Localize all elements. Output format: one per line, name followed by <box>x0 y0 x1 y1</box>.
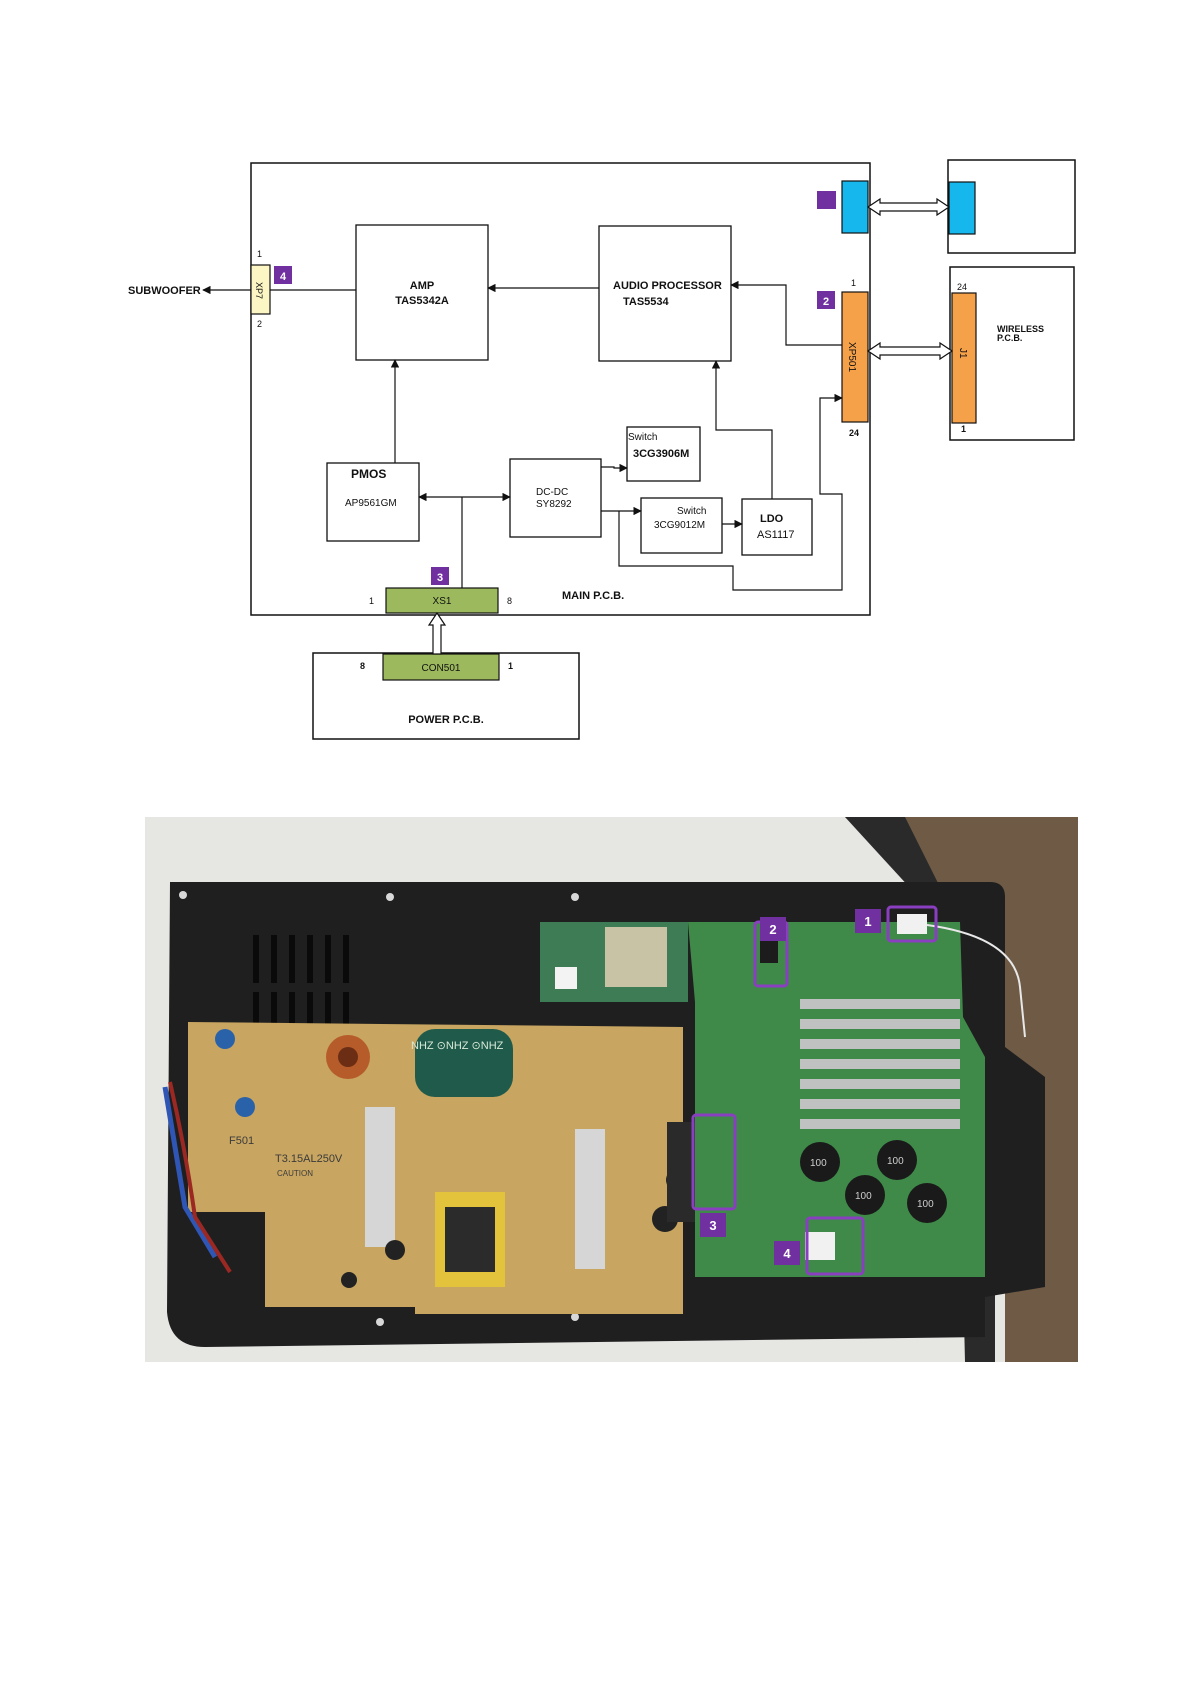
power-pcb-label: POWER P.C.B. <box>408 714 484 726</box>
photo-cap-value-3: 100 <box>855 1191 872 1202</box>
dcdc-part: SY8292 <box>536 499 572 510</box>
photo-fuse-label: F501 <box>229 1135 254 1147</box>
xs1-pin-1: 1 <box>369 596 374 606</box>
photo-cap-value-2: 100 <box>887 1156 904 1167</box>
main-blue-connector <box>842 181 868 233</box>
switch-9012-part: 3CG9012M <box>654 520 705 531</box>
audio-processor-part: TAS5534 <box>623 296 670 308</box>
ldo-part: AS1117 <box>757 529 795 541</box>
con501-pin-1: 1 <box>508 661 513 671</box>
photo-marker-1: 1 <box>864 914 871 929</box>
ldo-title: LDO <box>760 513 784 525</box>
photo-marker-2: 2 <box>769 922 776 937</box>
photo-capacitor-label: NHZ ⊙NHZ ⊙NHZ <box>411 1040 504 1052</box>
pcb-photo: F501 T3.15AL250V CAUTION NHZ ⊙NHZ ⊙NHZ <box>145 817 1078 1362</box>
photo-caution: CAUTION <box>277 1169 313 1178</box>
marker-2: 2 <box>823 296 829 308</box>
con501-label: CON501 <box>422 663 461 674</box>
photo-marker-4: 4 <box>783 1246 791 1261</box>
xp501-pin-24: 24 <box>849 428 859 438</box>
pmos-part: AP9561GM <box>345 498 397 509</box>
switch-3906-title: Switch <box>628 432 657 443</box>
amp-block <box>356 225 488 360</box>
dcdc-block <box>510 459 601 537</box>
marker-4: 4 <box>280 271 287 283</box>
pmos-title: PMOS <box>351 467 386 481</box>
photo-marker-3: 3 <box>709 1218 716 1233</box>
ldo-block <box>742 499 812 555</box>
marker-3: 3 <box>437 572 443 584</box>
j1-pin-1: 1 <box>961 424 966 434</box>
xp7-pin-2: 2 <box>257 319 262 329</box>
top-board-blue-connector <box>949 182 975 234</box>
blue-connector-marker <box>817 191 836 209</box>
photo-cap-value-1: 100 <box>810 1158 827 1169</box>
wireless-pcb-label-2: P.C.B. <box>997 333 1022 343</box>
block-diagram: MAIN P.C.B. WIRELESS P.C.B. AMP TAS5342A… <box>0 0 1191 790</box>
xp501-label: XP501 <box>846 342 857 372</box>
switch-9012-title: Switch <box>677 506 706 517</box>
xs1-label: XS1 <box>433 596 452 607</box>
con501-pin-8: 8 <box>360 661 365 671</box>
dcdc-title: DC-DC <box>536 487 568 498</box>
subwoofer-label: SUBWOOFER <box>128 285 201 297</box>
xs1-pin-8: 8 <box>507 596 512 606</box>
j1-label: J1 <box>957 348 968 359</box>
main-pcb-label: MAIN P.C.B. <box>562 590 624 602</box>
photo-fuse-rating: T3.15AL250V <box>275 1153 343 1165</box>
audio-processor-title: AUDIO PROCESSOR <box>613 280 722 292</box>
amp-title: AMP <box>410 280 434 292</box>
j1-pin-24: 24 <box>957 282 967 292</box>
xp7-pin-1: 1 <box>257 249 262 259</box>
audio-processor-block <box>599 226 731 361</box>
amp-part: TAS5342A <box>395 295 449 307</box>
xp501-pin-1: 1 <box>851 278 856 288</box>
xp7-label: XP7 <box>254 282 264 299</box>
switch-3906-part: 3CG3906M <box>633 448 689 460</box>
photo-cap-value-4: 100 <box>917 1199 934 1210</box>
